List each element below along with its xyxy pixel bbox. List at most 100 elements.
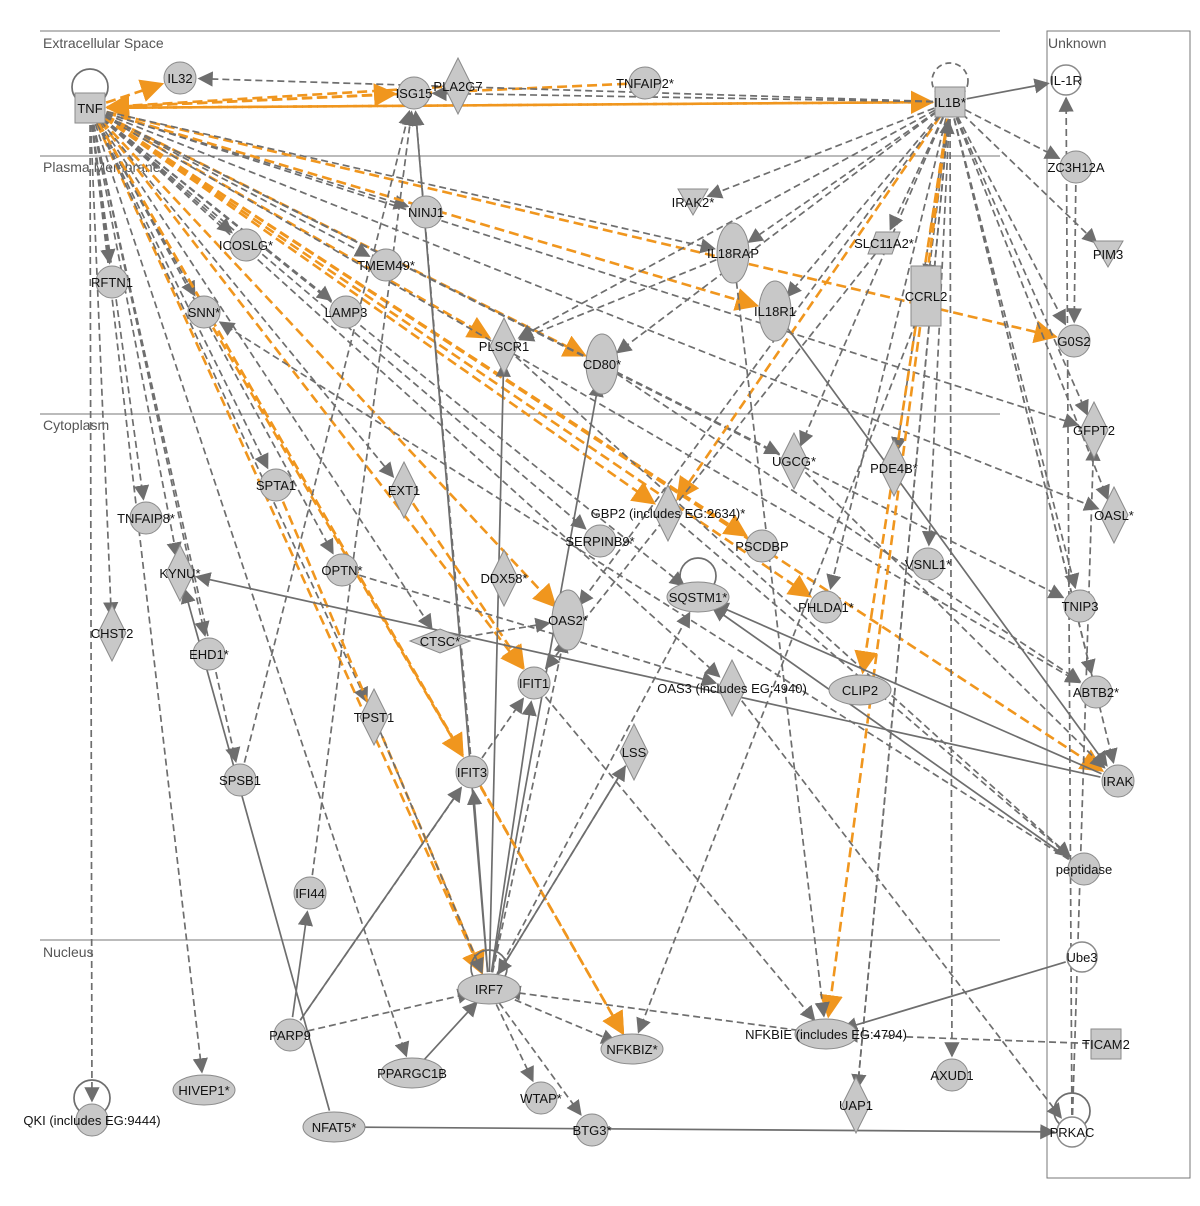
node-label-ctsc: CTSC* bbox=[420, 634, 460, 649]
node-tnip3[interactable]: TNIP3 bbox=[1062, 589, 1099, 623]
node-ehd1[interactable]: EHD1* bbox=[189, 637, 229, 671]
node-label-irak: IRAK bbox=[1103, 774, 1134, 789]
node-qki[interactable]: QKI (includes EG:9444) bbox=[23, 1079, 161, 1137]
node-il1r[interactable]: IL-1R bbox=[1050, 64, 1082, 96]
node-tnfaip8[interactable]: TNFAIP8* bbox=[117, 501, 175, 535]
node-zc3h12a[interactable]: ZC3H12A bbox=[1047, 150, 1105, 184]
edge-tnf-to-sqstm1 bbox=[102, 117, 686, 587]
node-btg3[interactable]: BTG3* bbox=[572, 1113, 612, 1147]
node-optn[interactable]: OPTN* bbox=[321, 553, 363, 587]
node-gbp2[interactable]: GBP2 (includes EG:2634)* bbox=[591, 483, 746, 543]
node-tpst1[interactable]: TPST1 bbox=[354, 687, 394, 747]
node-ninj1[interactable]: NINJ1 bbox=[408, 195, 444, 229]
node-serpinb9[interactable]: SERPINB9* bbox=[565, 524, 635, 558]
node-hivep1[interactable]: HIVEP1* bbox=[172, 1074, 236, 1106]
node-label-prkac: PRKAC bbox=[1050, 1125, 1095, 1140]
node-label-ddx58: DDX58* bbox=[481, 571, 528, 586]
node-oas2[interactable]: OAS2* bbox=[548, 589, 588, 651]
edge-il1b-to-pim3 bbox=[961, 113, 1098, 244]
edge-il1b-to-il18rap bbox=[747, 111, 937, 244]
edge-tnf-to-qki bbox=[84, 124, 100, 1103]
node-shape-uap1 bbox=[841, 1075, 871, 1135]
node-snn[interactable]: SNN* bbox=[187, 295, 221, 329]
node-irak2[interactable]: IRAK2* bbox=[672, 188, 715, 217]
node-ube3[interactable]: Ube3 bbox=[1066, 941, 1098, 973]
node-oas3[interactable]: OAS3 (includes EG:4940) bbox=[657, 658, 807, 718]
node-prkac[interactable]: PRKAC bbox=[1050, 1092, 1095, 1148]
node-ctsc[interactable]: CTSC* bbox=[408, 628, 472, 654]
node-axud1[interactable]: AXUD1 bbox=[930, 1058, 974, 1092]
node-rftn1[interactable]: RFTN1 bbox=[91, 265, 133, 299]
node-shape-ticam2 bbox=[1090, 1028, 1122, 1060]
edge-il1b-to-tnip3 bbox=[953, 118, 1080, 590]
node-il18r1[interactable]: IL18R1 bbox=[754, 280, 796, 342]
node-ccrl2[interactable]: CCRL2 bbox=[905, 265, 948, 327]
node-spta1[interactable]: SPTA1 bbox=[256, 468, 296, 502]
node-isg15[interactable]: ISG15 bbox=[396, 76, 433, 110]
node-ext1[interactable]: EXT1 bbox=[388, 460, 421, 520]
edge-il1b-to-cd80 bbox=[615, 111, 937, 354]
node-cd80[interactable]: CD80* bbox=[583, 333, 621, 395]
node-pscdbp[interactable]: PSCDBP bbox=[735, 529, 789, 563]
node-label-plscr1: PLSCR1 bbox=[479, 339, 530, 354]
node-kynu[interactable]: KYNU* bbox=[159, 543, 201, 603]
node-lamp3[interactable]: LAMP3 bbox=[325, 295, 368, 329]
node-pim3[interactable]: PIM3 bbox=[1092, 240, 1124, 269]
node-il1b[interactable]: IL1B* bbox=[931, 62, 969, 118]
node-wtap[interactable]: WTAP* bbox=[520, 1081, 562, 1115]
node-ifi44[interactable]: IFI44 bbox=[293, 876, 327, 910]
node-gfpt2[interactable]: GFPT2 bbox=[1073, 400, 1115, 460]
node-peptidase[interactable]: peptidase bbox=[1056, 852, 1112, 886]
node-ifit1[interactable]: IFIT1 bbox=[517, 666, 551, 700]
edge-il1b-to-abtb2 bbox=[953, 118, 1096, 676]
node-lss[interactable]: LSS bbox=[619, 722, 649, 782]
node-phlda1[interactable]: PHLDA1* bbox=[798, 590, 854, 624]
edge-prkac-to-gfpt2 bbox=[1071, 445, 1101, 1116]
node-shape-optn bbox=[325, 553, 359, 587]
node-irak[interactable]: IRAK bbox=[1101, 764, 1135, 798]
node-il32[interactable]: IL32 bbox=[163, 61, 197, 95]
node-plscr1[interactable]: PLSCR1 bbox=[479, 316, 530, 376]
node-nfkbiz[interactable]: NFKBIZ* bbox=[600, 1033, 664, 1065]
node-ugcg[interactable]: UGCG* bbox=[772, 431, 816, 491]
node-ticam2[interactable]: TICAM2 bbox=[1082, 1028, 1130, 1060]
region-label-cytoplasm: Cytoplasm bbox=[43, 417, 109, 433]
node-tnfaip2[interactable]: TNFAIP2* bbox=[616, 66, 674, 100]
edge-pla2g7-to-tnf bbox=[105, 85, 443, 118]
node-parp9[interactable]: PARP9 bbox=[269, 1018, 311, 1052]
node-clip2[interactable]: CLIP2 bbox=[828, 674, 892, 706]
node-il18rap[interactable]: IL18RAP bbox=[707, 222, 759, 284]
node-ddx58[interactable]: DDX58* bbox=[481, 548, 528, 608]
node-shape-pde4b bbox=[879, 438, 909, 498]
node-label-il1b: IL1B* bbox=[934, 95, 966, 110]
node-spsb1[interactable]: SPSB1 bbox=[219, 763, 261, 797]
node-abtb2[interactable]: ABTB2* bbox=[1073, 675, 1119, 709]
node-shape-oas2 bbox=[551, 589, 585, 651]
node-label-axud1: AXUD1 bbox=[930, 1068, 973, 1083]
edge-cd80-to-abtb2 bbox=[616, 373, 1082, 683]
node-sqstm1[interactable]: SQSTM1* bbox=[666, 557, 730, 613]
node-label-ehd1: EHD1* bbox=[189, 647, 229, 662]
node-icoslg[interactable]: ICOSLG* bbox=[219, 228, 273, 262]
node-uap1[interactable]: UAP1 bbox=[839, 1075, 873, 1135]
edge-irf7-to-sqstm1 bbox=[496, 611, 691, 975]
node-oasl[interactable]: OASL* bbox=[1094, 485, 1134, 545]
node-nfat5[interactable]: NFAT5* bbox=[302, 1111, 366, 1143]
node-tmem49[interactable]: TMEM49* bbox=[357, 248, 415, 282]
node-g0s2[interactable]: G0S2 bbox=[1057, 324, 1091, 358]
node-irf7[interactable]: IRF7 bbox=[457, 949, 521, 1005]
node-pla2g7[interactable]: PLA2G7 bbox=[433, 56, 483, 116]
node-label-tnip3: TNIP3 bbox=[1062, 599, 1099, 614]
edge-il1b-to-zc3h12a bbox=[964, 109, 1061, 160]
node-slc11a2[interactable]: SLC11A2* bbox=[854, 231, 914, 255]
node-label-ifi44: IFI44 bbox=[295, 886, 325, 901]
node-tnf[interactable]: TNF bbox=[71, 68, 109, 124]
node-chst2[interactable]: CHST2 bbox=[91, 603, 134, 663]
node-nfkbie[interactable]: NFKBIE (includes EG:4794) bbox=[745, 1018, 907, 1050]
node-pde4b[interactable]: PDE4B* bbox=[870, 438, 918, 498]
node-ifit3[interactable]: IFIT3 bbox=[455, 755, 489, 789]
node-vsnl1[interactable]: VSNL1* bbox=[905, 547, 951, 581]
node-ppargc1b[interactable]: PPARGC1B bbox=[377, 1057, 447, 1089]
node-label-ext1: EXT1 bbox=[388, 483, 421, 498]
